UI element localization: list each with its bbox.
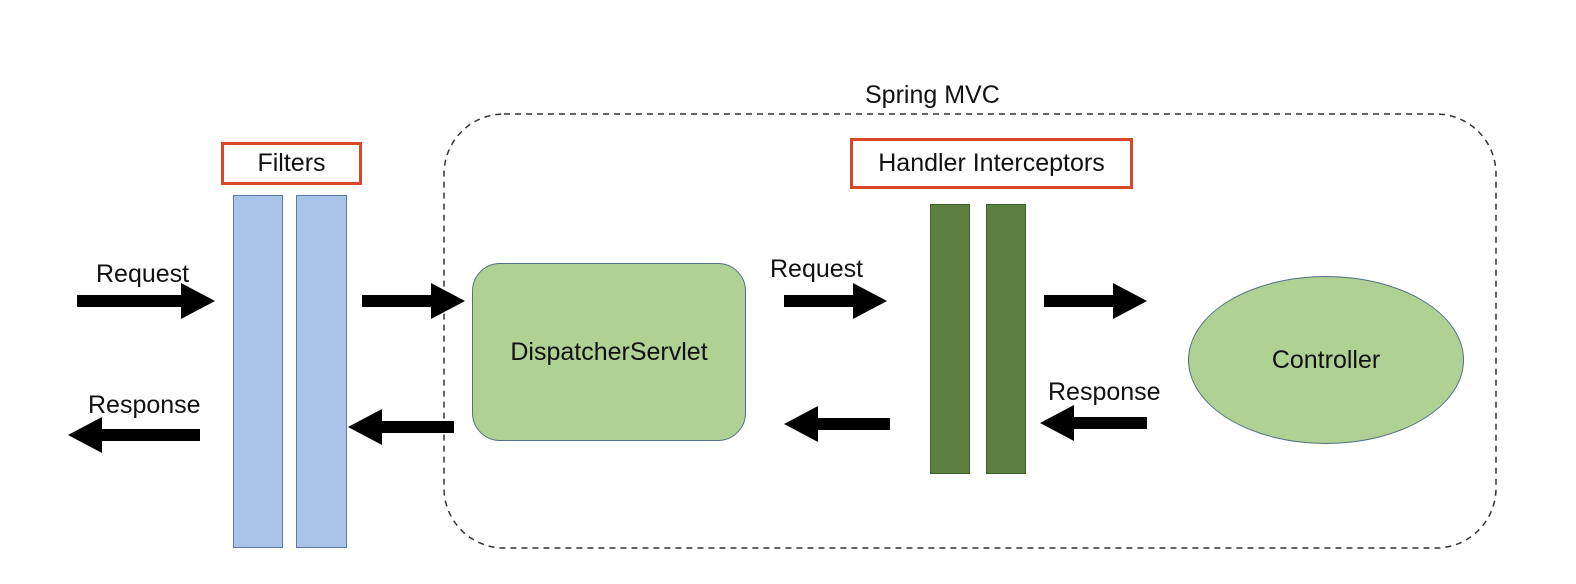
arrow-right-request-to-interceptors [784, 283, 887, 319]
interceptor-bar-1 [930, 204, 970, 474]
arrow-right-request-in [77, 283, 215, 319]
arrow-left-from-dispatcher [348, 409, 454, 445]
client-request-label: Request [96, 260, 190, 288]
controller-label: Controller [1271, 345, 1381, 374]
interceptor-bar-2 [986, 204, 1026, 474]
spring-mvc-boundary [443, 113, 1497, 549]
arrow-right-to-dispatcher [362, 283, 465, 319]
arrow-right-to-controller [1044, 283, 1147, 319]
spring-mvc-title: Spring MVC [865, 81, 1000, 109]
filters-label: Filters [221, 142, 362, 185]
arrow-left-from-controller [1040, 405, 1147, 441]
filter-bar-1 [233, 195, 283, 548]
arrow-left-from-interceptors [784, 406, 890, 442]
client-response-label: Response [88, 391, 201, 419]
handler-interceptors-label: Handler Interceptors [850, 138, 1133, 189]
dispatcher-servlet-box: DispatcherServlet [472, 263, 746, 441]
filter-bar-2 [296, 195, 347, 548]
controller-ellipse: Controller [1188, 276, 1464, 444]
dispatcher-servlet-label: DispatcherServlet [510, 337, 708, 366]
mvc-request-label: Request [770, 255, 864, 283]
arrow-left-response-out [68, 417, 200, 453]
mvc-response-label: Response [1048, 378, 1161, 406]
